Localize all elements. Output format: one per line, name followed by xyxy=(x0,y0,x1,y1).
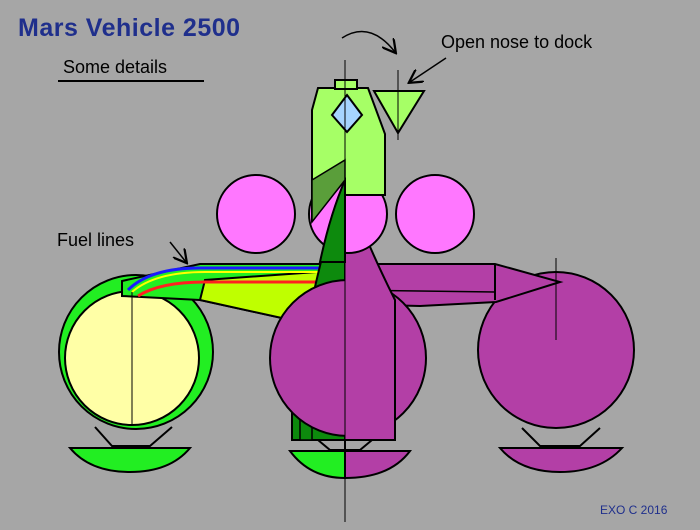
nose-cone xyxy=(372,90,426,135)
upper-sphere-left xyxy=(216,174,296,254)
nose-pointer-arrow xyxy=(410,57,447,82)
credit-text: EXO C 2016 xyxy=(600,503,668,517)
right-pad-strut xyxy=(521,427,601,447)
center-pad-strut-right xyxy=(344,439,375,451)
capsule-window xyxy=(330,93,364,134)
fuel-line-blue xyxy=(126,266,330,292)
page-subtitle: Some details xyxy=(63,57,168,77)
nose-label: Open nose to dock xyxy=(441,32,593,52)
rotate-arrow xyxy=(341,30,395,52)
center-pad-strut-left xyxy=(315,439,346,451)
fuel-line-yellow xyxy=(131,271,330,293)
left-landing-pad xyxy=(67,447,193,474)
upper-sphere-right xyxy=(395,174,475,254)
capsule-hatch xyxy=(334,79,358,90)
subtitle-underline xyxy=(58,80,204,82)
fuel-lines-label: Fuel lines xyxy=(57,230,135,250)
fuel-lines-pointer-arrow xyxy=(169,241,186,262)
page-title: Mars Vehicle 2500 xyxy=(18,14,241,42)
left-pad-strut xyxy=(94,426,173,447)
fuel-line-red xyxy=(137,280,330,298)
center-landing-pad-left xyxy=(288,450,346,480)
center-landing-pad-right xyxy=(344,450,412,480)
right-landing-pad xyxy=(497,447,625,474)
